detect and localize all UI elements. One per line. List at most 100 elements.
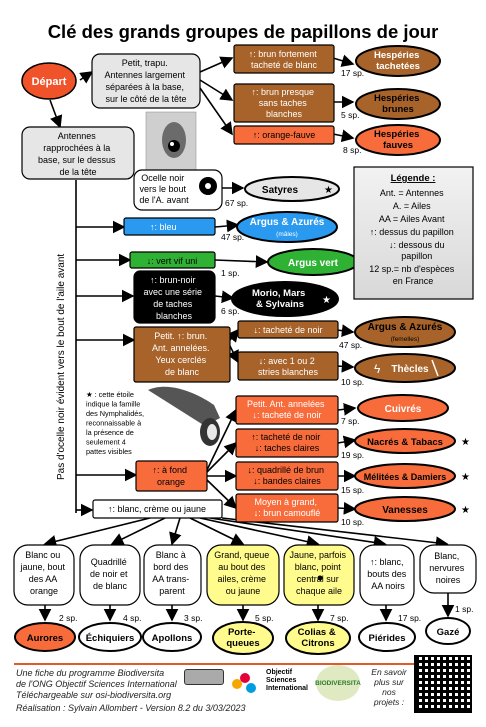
- count-hesperies-fauves: 8 sp.: [343, 145, 361, 155]
- text-line: Argus vert: [288, 258, 339, 269]
- text-line: Nacrés & Tabacs: [367, 437, 443, 448]
- text-line: Argus & Azurés: [250, 217, 325, 228]
- legend-title: Légende :: [391, 173, 436, 184]
- result-argus-vert: Argus vert: [267, 248, 359, 276]
- count-apollons: 3 sp.: [184, 613, 202, 623]
- text-line: ↓: tacheté de noir: [253, 325, 322, 335]
- count-morio: 6 sp.: [221, 306, 239, 316]
- text-line: des AA: [29, 574, 58, 584]
- question-blanc-bord: Blanc à bord des AA trans- parent: [143, 544, 202, 606]
- text-line: Blanc,: [434, 551, 459, 561]
- osi-logo-icon: [232, 671, 262, 697]
- text-line: AA = Ailes Avant: [379, 214, 445, 224]
- start-node: Départ: [21, 62, 77, 100]
- question-brun-noir: ↑: brun-noir avec une série de taches bl…: [133, 270, 216, 324]
- text-line: ↑: brun-noir: [150, 275, 196, 285]
- text-line: sans taches: [259, 98, 308, 108]
- text-line: ou jaune: [226, 586, 261, 596]
- question-taches-claires: ↑: tacheté de noir ↓: taches claires: [235, 428, 339, 458]
- text-line: indique la famille: [86, 400, 140, 409]
- question-ocelle: Ocelle noir vers le bout de l'A. avant: [133, 169, 223, 211]
- svg-text:Grand, queue au bout des: Grand, queue au bout des ailes, crème ou…: [214, 550, 272, 596]
- text-line: ↑: bleu: [150, 222, 177, 232]
- count-vanesses: 10 sp.: [341, 517, 364, 527]
- count-pierides: 17 sp.: [398, 613, 421, 623]
- count-echiquiers: 4 sp.: [123, 613, 141, 623]
- legend: Légende : Ant. = Antennes A. = Ailes AA …: [353, 166, 474, 300]
- footer-line-2: de l'ONG Objectif Sciences International: [16, 679, 177, 689]
- star-note: ★ : cette étoile indique la famille des …: [86, 390, 146, 456]
- result-porte-queues: Porte- queues: [212, 621, 274, 655]
- result-colias: Colias & Citrons: [285, 621, 351, 655]
- result-nacres: Nacrés & Tabacs ★: [354, 428, 470, 454]
- text-line: Hespéries: [374, 50, 419, 61]
- text-line: rapprochées à la: [43, 143, 110, 153]
- text-line: Porte-: [228, 627, 255, 638]
- text-line: brunes: [382, 104, 414, 115]
- svg-text:Petit, trapu. Antennes l: Petit, trapu. Antennes largement séparée…: [104, 58, 187, 104]
- svg-text:↑: blanc, bouts des: ↑: blanc, bouts des AA noirs: [367, 557, 409, 591]
- text-line: Cuivrés: [385, 404, 422, 415]
- text-line: ↓: bandes claires: [253, 476, 321, 486]
- text-line: de noir et: [90, 569, 128, 579]
- count-cuivres: 7 sp.: [341, 416, 359, 426]
- question-jaune-point: Jaune, parfois blanc, point central sur …: [283, 544, 355, 606]
- text-line: stries blanches: [258, 367, 319, 377]
- text-line: ★ : cette étoile: [86, 390, 134, 399]
- question-blanc-bouts: ↑: blanc, bouts des AA noirs: [359, 544, 415, 606]
- text-line: AA noirs: [371, 581, 405, 591]
- count-hesperies-brunes: 5 sp.: [341, 110, 359, 120]
- text-line: ↓: avec 1 ou 2: [259, 356, 315, 366]
- text-line: Petit, trapu.: [122, 58, 168, 68]
- text-line: 12 sp.= nb d'espèces: [369, 264, 455, 274]
- question-blanc-creme: ↑: blanc, crème ou jaune: [92, 499, 223, 519]
- text-line: ↓: taches claires: [255, 443, 320, 453]
- text-line: Grand, queue: [214, 550, 269, 560]
- text-line: sur le côté de la tête: [105, 94, 186, 104]
- text-line: parent: [159, 586, 185, 596]
- text-line: Apollons: [152, 633, 193, 644]
- footer-line-1: Une fiche du programme Biodiversita: [16, 668, 165, 678]
- result-cuivres: Cuivrés: [357, 394, 449, 422]
- text-line: Antennes largement: [104, 70, 185, 80]
- qr-code[interactable]: [414, 655, 472, 713]
- svg-text:Colias & Citrons: Colias & Citrons: [298, 627, 339, 649]
- result-vanesses: Vanesses ★: [354, 496, 470, 522]
- text-line: ↓: quadrillé de brun: [247, 465, 324, 475]
- text-line: Objectif: [266, 669, 293, 676]
- text-line: ↓: vert vif uni: [147, 256, 198, 266]
- svg-text:Ocelle noir vers le bout: Ocelle noir vers le bout de l'A. avant: [139, 173, 189, 205]
- question-quadrille-brun: ↓: quadrillé de brun ↓: bandes claires: [235, 461, 339, 491]
- text-line: Antennes: [58, 131, 97, 141]
- text-line: Ant. annelées.: [152, 343, 210, 353]
- text-line: nervures: [429, 563, 465, 573]
- footer-divider: [14, 663, 470, 665]
- question-trapu: Petit, trapu. Antennes largement séparée…: [91, 53, 201, 109]
- svg-text:Ant. = Antennes A. = Ail: Ant. = Antennes A. = Ailes AA = Ailes Av…: [369, 188, 457, 286]
- svg-text:Porte- queues: Porte- queues: [226, 627, 259, 649]
- text-line: Thècles: [391, 364, 429, 375]
- question-brun-presque: ↑: brun presque sans taches blanches: [233, 83, 335, 123]
- result-melitees: Mélitées & Damiers ★: [354, 463, 470, 489]
- count-porte-queues: 5 sp.: [255, 613, 273, 623]
- question-petit-brun: Petit. ↑: brun. Ant. annelées. Yeux cerc…: [133, 326, 231, 383]
- text-line: Satyres: [262, 185, 299, 196]
- result-argus-azures-males: Argus & Azurés (mâles): [236, 211, 338, 243]
- text-line: Blanc ou: [25, 550, 60, 560]
- text-line: la présence de: [86, 428, 134, 437]
- count-argus-vert: 1 sp.: [221, 268, 239, 278]
- count-colias: 7 sp.: [330, 613, 348, 623]
- result-hesperies-brunes: Hespéries brunes: [355, 88, 441, 120]
- text-line: chaque aile: [296, 586, 342, 596]
- footer-credit: Réalisation : Sylvain Allombert - Versio…: [16, 703, 246, 713]
- biodiversita-logo: BIODIVERSITA: [315, 665, 361, 701]
- count-gaze: 1 sp.: [455, 604, 473, 614]
- result-argus-azures-femelles: Argus & Azurés (femelles): [354, 316, 456, 348]
- svg-text:↑: à fond orange: ↑: à fond orange: [152, 465, 189, 487]
- text-line: ↓: brun camouflé: [254, 508, 321, 518]
- text-line: ↑: blanc,: [370, 557, 404, 567]
- text-line: blanches: [156, 311, 193, 321]
- lightning-icon: ϟ: [374, 362, 381, 376]
- text-line: Vanesses: [382, 505, 428, 516]
- wing-ocelle-photo: [145, 111, 197, 173]
